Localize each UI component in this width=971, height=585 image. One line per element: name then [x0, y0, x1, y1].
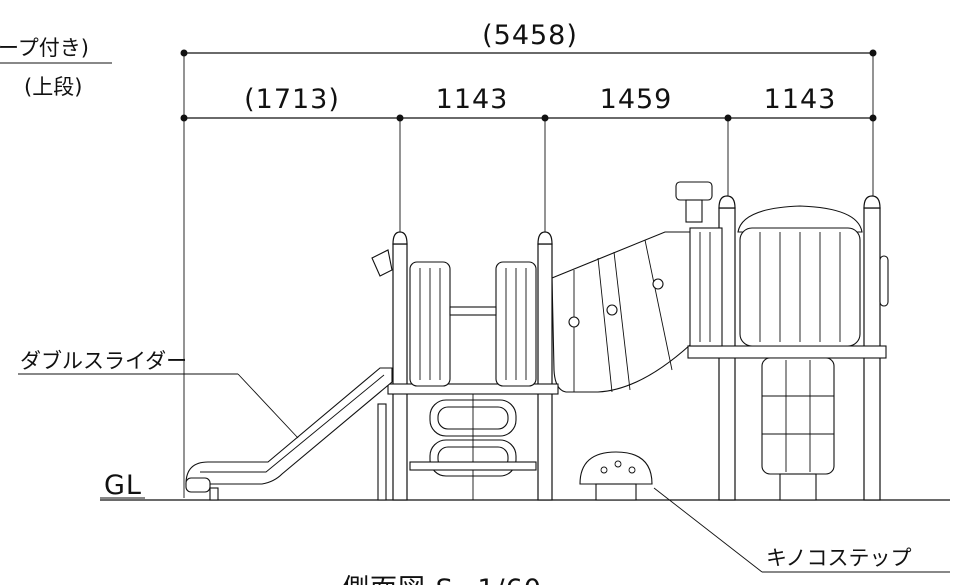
segment-dimension-4: 1143 — [764, 84, 837, 115]
leader-lines — [18, 373, 950, 573]
dimension-lines — [180, 49, 877, 498]
segment-dimension-3: 1459 — [600, 84, 673, 115]
mushroom-step-label: キノコステップ — [766, 546, 912, 570]
overall-width-dimension: (5458) — [482, 20, 578, 51]
left-tower — [371, 231, 559, 501]
ground-level-label: GL — [104, 470, 142, 501]
segment-dimension-2: 1143 — [436, 84, 509, 115]
upper-deck-label: (上段) — [24, 75, 82, 99]
view-title: 側面図 S=1/60 — [342, 574, 542, 585]
right-tower — [675, 181, 889, 501]
roof-type-label: ープ付き) — [0, 36, 89, 60]
tube-slide — [551, 231, 701, 393]
double-slide — [185, 367, 393, 501]
segment-dimension-1: (1713) — [244, 84, 340, 115]
slide-label: ダブルスライダー — [20, 349, 187, 373]
mushroom-step — [579, 451, 653, 501]
